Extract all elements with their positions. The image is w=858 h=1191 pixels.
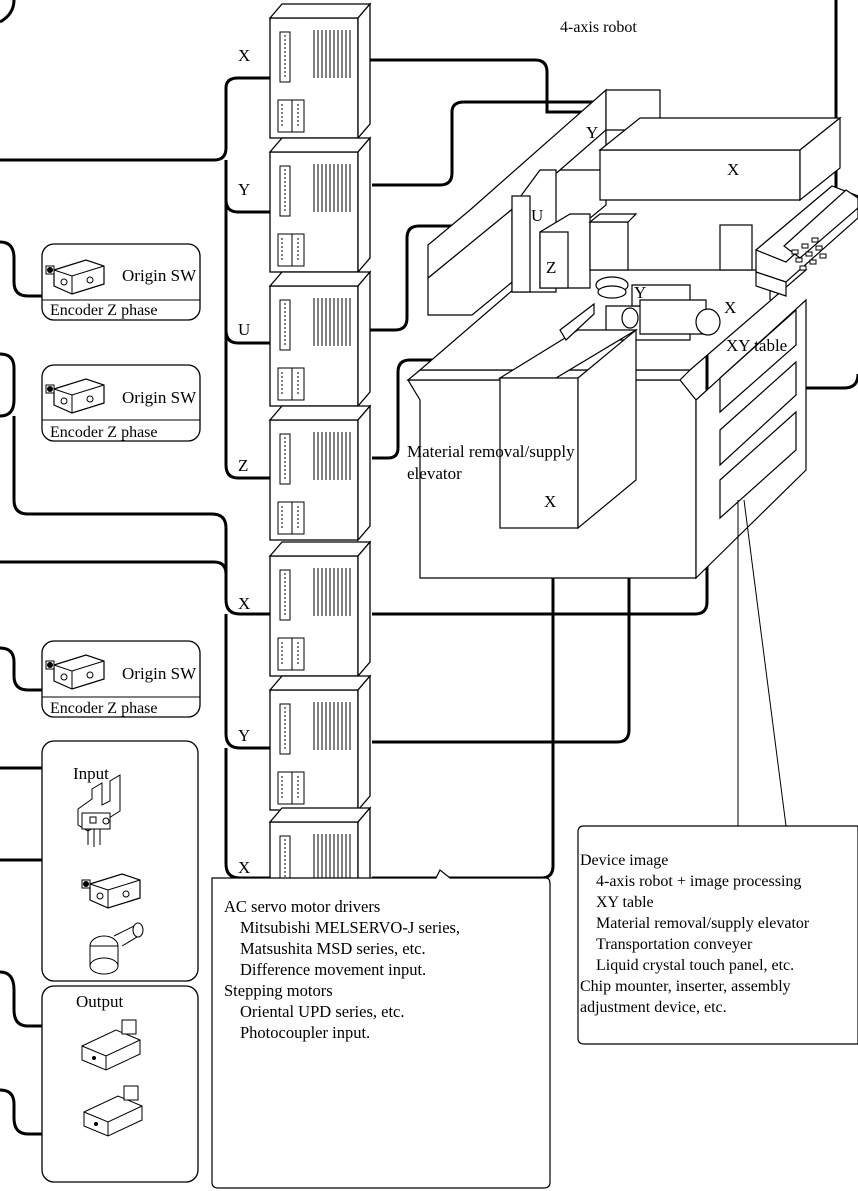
driver-note-line: Oriental UPD series, etc. [240, 1002, 405, 1021]
elevator-label-1: Material removal/supply [407, 442, 575, 461]
robot-u-label: U [531, 206, 544, 225]
driver-u [269, 271, 371, 407]
robot-title: 4-axis robot [560, 19, 637, 36]
cable-lines [0, 0, 858, 1136]
driver-x1 [269, 3, 371, 139]
table-y-label: Y [634, 283, 647, 302]
sensor-panel-3 [41, 640, 201, 718]
device-note-line: Liquid crystal touch panel, etc. [596, 957, 795, 974]
driver-note-line: Mitsubishi MELSERVO-J series, [240, 918, 461, 937]
driver-axis-label: X [238, 594, 251, 613]
driver-axis-label: U [238, 320, 251, 339]
device-note-line: adjustment device, etc. [580, 999, 727, 1016]
driver-axis-label: X [238, 46, 251, 65]
driver-z [269, 405, 371, 541]
table-x-label: X [724, 298, 737, 317]
driver-axis-label: Y [238, 726, 251, 745]
device-note-line: Device image [580, 852, 669, 869]
driver-y2 [269, 675, 371, 811]
driver-note-line: AC servo motor drivers [224, 897, 381, 916]
output-box [41, 985, 199, 1183]
driver-axis-label: X [238, 858, 251, 877]
driver-note-line: Matsushita MSD series, etc. [240, 939, 426, 958]
elevator-x-label: X [544, 492, 557, 511]
machine-illustration [406, 88, 858, 580]
sensor-encoder-label: Encoder Z phase [50, 424, 158, 441]
input-box [41, 740, 199, 982]
driver-axis-label: Z [238, 456, 249, 475]
device-note-line: Transportation conveyer [596, 936, 753, 953]
sensor-origin-label: Origin SW [122, 388, 197, 407]
device-note-line: Material removal/supply elevator [596, 915, 810, 932]
sensor-panel-2 [41, 364, 201, 442]
solenoid-valve-icon [83, 1085, 143, 1137]
sensor-panel-1 [41, 243, 201, 321]
driver-note: AC servo motor drivers Mitsubishi MELSER… [224, 896, 460, 1043]
driver-note-line: Stepping motors [224, 981, 333, 1000]
sensor-origin-label: Origin SW [122, 664, 197, 683]
robot-x-label-y: Y [586, 123, 599, 142]
robot-x-label: X [727, 160, 740, 179]
sensor-encoder-label: Encoder Z phase [50, 302, 158, 319]
device-note: Device image 4-axis robot + image proces… [580, 850, 809, 1018]
driver-y1 [269, 137, 371, 273]
sensor-encoder-label: Encoder Z phase [50, 700, 158, 717]
driver-note-line: Difference movement input. [240, 960, 427, 979]
elevator-label-2: elevator [407, 464, 462, 483]
driver-x2 [269, 541, 371, 677]
proximity-sensor-icon [89, 922, 144, 975]
output-title: Output [76, 992, 124, 1011]
robot-z-label: Z [546, 258, 557, 277]
photo-sensor-icon [77, 774, 121, 847]
driver-axis-label: Y [238, 180, 251, 199]
sensor-origin-label: Origin SW [122, 266, 197, 285]
device-note-line: Chip mounter, inserter, assembly [580, 978, 791, 995]
device-note-line: XY table [596, 894, 654, 911]
driver-note-line: Photocoupler input. [240, 1023, 371, 1042]
input-title: Input [73, 764, 109, 783]
xy-table-label: XY table [726, 336, 788, 355]
callout-boxes [211, 825, 858, 1189]
solenoid-valve-icon [81, 1019, 141, 1071]
device-note-line: 4-axis robot + image processing [596, 873, 802, 890]
